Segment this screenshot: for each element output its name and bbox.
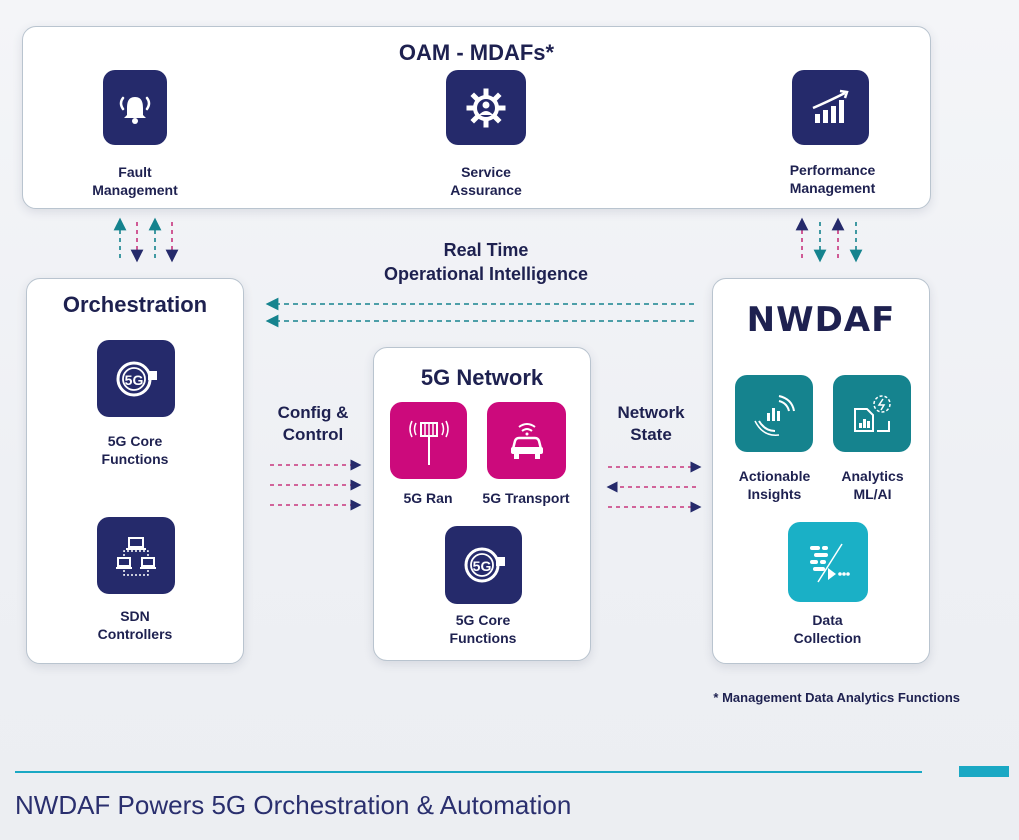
nwdaf-logo: NWDAF	[746, 300, 896, 340]
analytics-ml-ai-label: Analytics ML/AI	[841, 468, 904, 502]
network-state-line2: State	[630, 425, 672, 444]
network-state-label: Network State	[602, 402, 700, 446]
performance-management-icon[interactable]	[792, 70, 869, 145]
oam-title: OAM - MDAFs*	[398, 40, 555, 65]
network-state-arrows	[606, 461, 702, 513]
5g-transport-icon[interactable]	[487, 402, 566, 479]
sdn-controllers-icon[interactable]	[97, 517, 175, 594]
orchestration-title: Orchestration	[62, 292, 208, 317]
orch-core-label: 5G Core Functions	[101, 433, 169, 467]
5g-ran-label: 5G Ran	[403, 490, 453, 506]
service-assurance-label: Service Assurance	[450, 164, 522, 198]
config-control-label: Config & Control	[262, 402, 364, 446]
5g-transport-label: 5G Transport	[482, 490, 570, 506]
network-core-label: 5G Core Functions	[449, 612, 517, 646]
performance-management-label: Performance Management	[789, 162, 876, 196]
rtoi-line1: Real Time	[443, 240, 529, 260]
config-line2: Control	[282, 425, 344, 444]
5g-ran-icon[interactable]	[390, 402, 467, 479]
footer-accent-bar	[959, 766, 1009, 777]
config-line1: Config &	[277, 403, 349, 422]
footnote: * Management Data Analytics Functions	[713, 690, 960, 705]
footer-title: NWDAF Powers 5G Orchestration & Automati…	[15, 790, 572, 820]
network-state-line1: Network	[617, 403, 685, 422]
rtoi-label: Real Time Operational Intelligence	[330, 238, 642, 286]
5g-core-icon[interactable]: 5G	[97, 340, 175, 417]
oam-nwdaf-arrows	[795, 217, 863, 263]
svg-text:5G: 5G	[125, 372, 144, 388]
5g-core-network-icon[interactable]: 5G	[445, 526, 522, 604]
network-title: 5G Network	[420, 365, 544, 390]
data-collection-icon[interactable]	[788, 522, 868, 602]
actionable-insights-icon[interactable]	[735, 375, 813, 452]
fault-management-label: Fault Management	[92, 164, 178, 198]
network-panel	[373, 347, 591, 661]
fault-management-icon[interactable]	[103, 70, 167, 145]
rtoi-arrows	[265, 297, 694, 328]
service-assurance-icon[interactable]	[446, 70, 526, 145]
oam-orchestration-arrows	[113, 217, 179, 263]
config-control-arrows	[270, 459, 362, 511]
actionable-insights-label: Actionable Insights	[738, 468, 811, 502]
data-collection-label: Data Collection	[793, 612, 862, 646]
analytics-ml-ai-icon[interactable]	[833, 375, 911, 452]
svg-text:5G: 5G	[472, 558, 491, 574]
rtoi-line2: Operational Intelligence	[383, 264, 589, 284]
sdn-controllers-label: SDN Controllers	[97, 608, 173, 642]
